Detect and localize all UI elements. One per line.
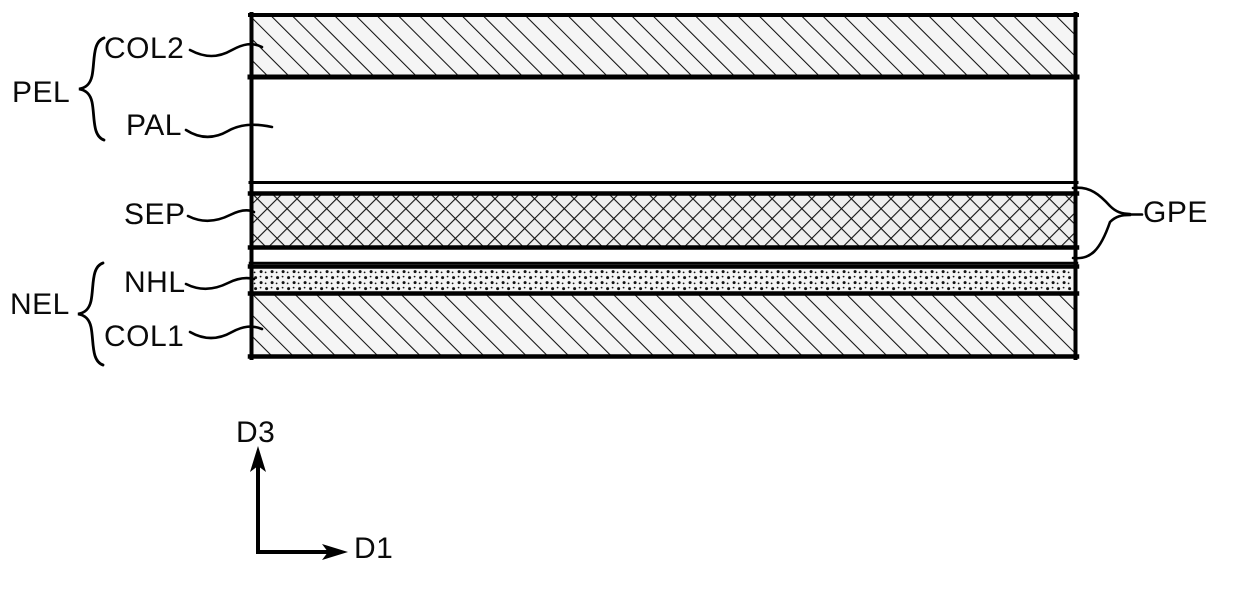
layer-pal	[250, 78, 1077, 181]
leader-nhl	[184, 276, 256, 291]
label-axis-d1: D1	[354, 532, 394, 565]
nel-brace	[77, 261, 105, 367]
leader-pal	[184, 123, 274, 139]
axis-d1-arrowhead	[322, 544, 348, 560]
label-nhl: NHL	[124, 266, 186, 299]
label-col1: COL1	[104, 320, 185, 353]
leader-col1	[188, 325, 264, 340]
axis-d3-arrowhead	[250, 446, 266, 472]
gpe-brace	[1071, 186, 1144, 260]
label-axis-d3: D3	[236, 416, 276, 449]
layer-nhl	[250, 265, 1077, 294]
layer-col1	[250, 294, 1077, 358]
leader-col2	[188, 42, 264, 58]
layer-sep	[250, 195, 1077, 248]
leader-sep	[186, 209, 256, 223]
label-sep: SEP	[124, 198, 186, 231]
layer-gap-lower	[250, 248, 1077, 265]
axis-indicator	[250, 446, 348, 560]
layer-boundaries	[247, 12, 1080, 360]
label-nel: NEL	[10, 288, 70, 321]
layer-stack	[250, 14, 1077, 358]
label-pal: PAL	[126, 109, 182, 142]
callout-leaders	[184, 42, 274, 340]
label-pel: PEL	[12, 76, 71, 109]
label-gpe: GPE	[1143, 196, 1208, 229]
label-col2: COL2	[104, 32, 185, 65]
pel-brace	[78, 36, 106, 142]
layer-col2	[250, 14, 1077, 78]
